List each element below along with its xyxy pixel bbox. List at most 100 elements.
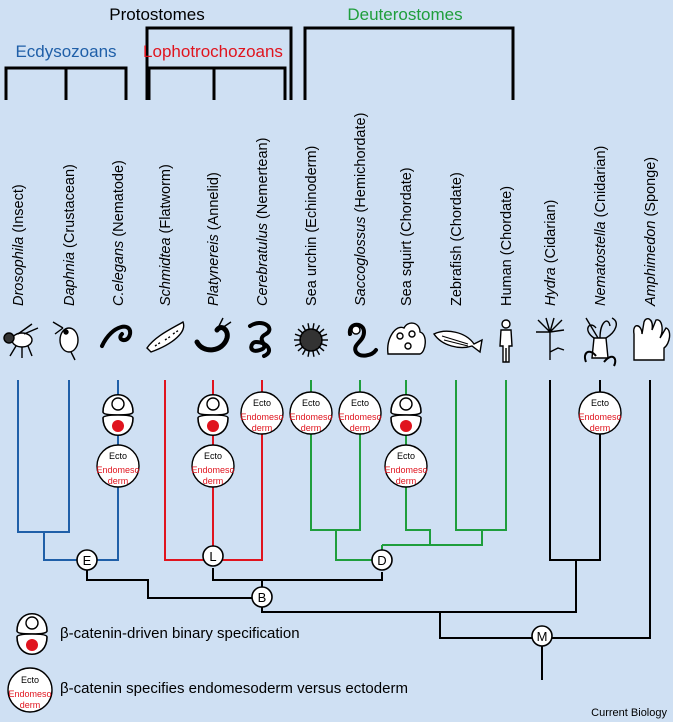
node-B-circle bbox=[251, 586, 273, 608]
taxon-label: Human (Chordate) bbox=[499, 186, 515, 306]
fly-icon bbox=[3, 323, 39, 358]
endomeso-label: Endomeso bbox=[8, 689, 51, 699]
taxon-genus: Saccoglossus bbox=[353, 217, 369, 306]
lophotrochozoans-label: Lophotrochozoans bbox=[143, 42, 283, 61]
taxon-group: (Cidarian) bbox=[543, 200, 559, 268]
node-D-label: D bbox=[377, 553, 386, 568]
endomeso-label: Endomeso bbox=[578, 412, 621, 422]
taxon-group: Sea squirt (Chordate) bbox=[399, 167, 415, 306]
node-M-label: M bbox=[537, 629, 548, 644]
node-M-circle bbox=[531, 625, 553, 647]
animal-icons bbox=[3, 317, 671, 367]
taxon-label: Saccoglossus (Hemichordate) bbox=[353, 113, 369, 306]
node-E-label: E bbox=[83, 553, 92, 568]
taxon-group: (Sponge) bbox=[643, 157, 659, 221]
taxon-genus: Nematostella bbox=[593, 221, 609, 306]
ecto-label: Ecto bbox=[204, 451, 222, 461]
water-flea-icon bbox=[52, 321, 79, 361]
taxon-group: (Crustacean) bbox=[62, 164, 78, 252]
taxon-label: Zebrafish (Chordate) bbox=[449, 172, 465, 306]
taxon-genus: Daphnia bbox=[62, 252, 78, 306]
derm-label: derm bbox=[252, 423, 273, 433]
derm-label: derm bbox=[108, 476, 129, 486]
taxon-label: Nematostella (Cnidarian) bbox=[593, 146, 609, 306]
ecto-label: Ecto bbox=[591, 398, 609, 408]
endomeso-label: Endomeso bbox=[338, 412, 381, 422]
ecdysozoans-label: Ecdysozoans bbox=[15, 42, 116, 61]
taxon-group: (Cnidarian) bbox=[593, 146, 609, 222]
taxon-labels: Drosophila (Insect) Daphnia (Crustacean) C… bbox=[11, 113, 659, 307]
endomeso-label: Endomeso bbox=[240, 412, 283, 422]
annelid-icon bbox=[194, 317, 232, 353]
flatworm-icon bbox=[146, 320, 185, 353]
ecto-label: Ecto bbox=[21, 675, 39, 685]
taxon-label: C.elegans (Nematode) bbox=[111, 160, 127, 306]
taxon-group: Zebrafish (Chordate) bbox=[449, 172, 465, 306]
taxon-genus: Amphimedon bbox=[643, 221, 659, 307]
binary-specification-embryo bbox=[197, 394, 229, 436]
node-L-circle bbox=[202, 545, 224, 567]
taxon-genus: Platynereis bbox=[206, 234, 222, 306]
taxon-group: Human (Chordate) bbox=[499, 186, 515, 306]
legend-binary-label: β-catenin-driven binary specification bbox=[60, 625, 300, 642]
taxon-label: Cerebratulus (Nemertean) bbox=[255, 138, 271, 306]
binary-specification-embryo bbox=[102, 394, 134, 436]
ecto-label: Ecto bbox=[351, 398, 369, 408]
taxon-group: (Flatworm) bbox=[158, 164, 174, 237]
deuterostomia-branches bbox=[310, 380, 507, 561]
taxon-label: Schmidtea (Flatworm) bbox=[158, 164, 174, 306]
taxon-label: Sea urchin (Echinoderm) bbox=[304, 146, 320, 306]
acorn-worm-icon bbox=[347, 322, 378, 358]
legend: β-catenin-driven binary specification Ec… bbox=[7, 613, 408, 713]
binary-specification-embryo bbox=[390, 394, 422, 436]
node-B-label: B bbox=[258, 590, 267, 605]
node-markers: E L D B M bbox=[76, 545, 553, 647]
nemertean-icon bbox=[248, 321, 272, 358]
endomeso-label: Endomeso bbox=[384, 465, 427, 475]
taxon-group: (Annelid) bbox=[206, 172, 222, 234]
specification-markers: EctoEndomesodermEctoEndomesodermEctoEndo… bbox=[96, 391, 622, 488]
zebrafish-icon bbox=[432, 330, 483, 354]
taxon-label: Hydra (Cidarian) bbox=[543, 200, 559, 306]
hydra-icon bbox=[536, 317, 565, 360]
sponge-icon bbox=[633, 318, 671, 361]
taxon-label: Platynereis (Annelid) bbox=[206, 172, 222, 306]
taxon-group: (Insect) bbox=[11, 184, 27, 236]
journal-credit: Current Biology bbox=[591, 707, 667, 719]
node-L-label: L bbox=[209, 549, 216, 564]
taxon-group: (Hemichordate) bbox=[353, 113, 369, 217]
taxon-genus: Drosophila bbox=[11, 237, 27, 306]
taxon-genus: Schmidtea bbox=[158, 237, 174, 306]
taxon-label: Amphimedon (Sponge) bbox=[643, 157, 659, 307]
lophotrochozoans-bracket bbox=[147, 66, 287, 100]
taxon-genus: C.elegans bbox=[111, 241, 127, 306]
ecto-label: Ecto bbox=[302, 398, 320, 408]
ecto-label: Ecto bbox=[397, 451, 415, 461]
endomeso-label: Endomeso bbox=[96, 465, 139, 475]
derm-label: derm bbox=[350, 423, 371, 433]
ecdysozoans-bracket bbox=[4, 66, 128, 100]
worm-icon bbox=[100, 324, 133, 348]
derm-label: derm bbox=[396, 476, 417, 486]
derm-label: derm bbox=[301, 423, 322, 433]
sea-anemone-icon bbox=[584, 317, 617, 367]
sea-squirt-icon bbox=[387, 322, 426, 355]
taxon-group: (Nematode) bbox=[111, 160, 127, 241]
derm-label: derm bbox=[20, 700, 41, 710]
deuterostomes-label: Deuterostomes bbox=[347, 5, 462, 24]
taxon-label: Drosophila (Insect) bbox=[11, 184, 27, 306]
ecto-label: Ecto bbox=[253, 398, 271, 408]
legend-endo-label: β-catenin specifies endomesoderm versus … bbox=[60, 680, 408, 697]
deuterostomes-bracket bbox=[303, 26, 515, 100]
derm-label: derm bbox=[590, 423, 611, 433]
taxon-label: Daphnia (Crustacean) bbox=[62, 164, 78, 306]
